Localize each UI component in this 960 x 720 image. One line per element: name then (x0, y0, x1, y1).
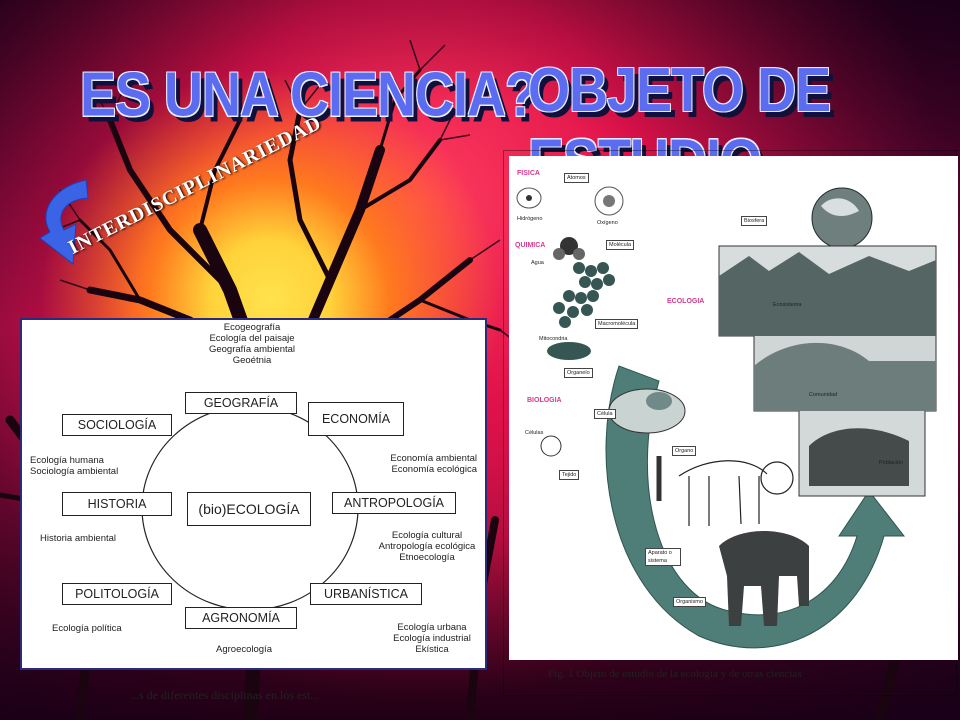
tag-tejido: Tejido (559, 470, 580, 480)
label-ecologia: ECOLOGIA (667, 298, 705, 305)
box-geografia: GEOGRAFÍA (185, 392, 297, 414)
note-historia-ambiental: Historia ambiental (40, 533, 117, 544)
note-ecologia-paisaje: Ecología del paisaje (209, 333, 295, 344)
notes-agronomia: Agroecología (204, 644, 284, 655)
note-sociologia-ambiental: Sociología ambiental (30, 466, 119, 477)
note-economia-ambiental: Economía ambiental (390, 453, 477, 464)
tag-poblacion: Población (879, 460, 904, 466)
tag-ecosistema: Ecosistema (773, 302, 802, 308)
box-antropologia: ANTROPOLOGÍA (332, 492, 456, 514)
box-economia: ECONOMÍA (308, 402, 404, 436)
note-ecologia-humana: Ecología humana (30, 455, 104, 466)
title-es-una-ciencia: ES UNA CIENCIA? (80, 60, 538, 130)
curved-arrow-icon (39, 179, 89, 265)
notes-economia: Economía ambiental Economía ecológica (352, 453, 477, 475)
notes-sociologia: Ecología humana Sociología ambiental (30, 455, 118, 477)
box-urbanistica: URBANÍSTICA (310, 583, 422, 605)
tag-oxigeno: Oxígeno (597, 220, 618, 226)
note-ecologia-cultural: Ecología cultural (391, 530, 463, 541)
notes-politologia: Ecología política (52, 623, 122, 634)
interdisciplinary-diagram: Ecogeografía Ecología del paisaje Geogra… (20, 318, 487, 670)
tag-molecula: Molécula (606, 240, 635, 250)
note-ecologia-urbana: Ecología urbana (397, 622, 467, 633)
note-geografia-ambiental: Geografía ambiental (208, 344, 296, 355)
tag-comunidad: Comunidad (809, 392, 838, 398)
box-agronomia: AGRONOMÍA (185, 607, 297, 629)
note-agroecologia: Agroecología (216, 644, 272, 655)
top-notes: Ecogeografía Ecología del paisaje Geogra… (192, 322, 312, 366)
tag-organelo: Organelo (564, 368, 593, 378)
note-ecogeografia: Ecogeografía (223, 322, 281, 333)
label-quimica: QUIMICA (515, 242, 546, 249)
figure-illustration (516, 186, 937, 649)
tag-agua: Agua (531, 260, 544, 266)
ecology-levels-figure: FISICA QUIMICA BIOLOGIA ECOLOGIA Atomos … (509, 156, 958, 660)
left-caption: ...s de diferentes disciplinas en los es… (130, 688, 320, 702)
note-economia-ecologica: Economía ecológica (391, 464, 477, 475)
note-ecologia-industrial: Ecología industrial (393, 633, 471, 644)
note-ekistica: Ekística (415, 644, 449, 655)
tag-organo: Organo (672, 446, 697, 456)
tag-celula: Célula (594, 409, 616, 419)
note-etnoecologia: Etnoecología (399, 552, 455, 563)
notes-urbanistica: Ecología urbana Ecología industrial Ekís… (382, 622, 482, 655)
label-biologia: BIOLOGIA (527, 397, 562, 404)
tag-organismo: Organismo (673, 597, 706, 607)
label-fisica: FISICA (517, 170, 540, 177)
note-antropologia-ecologica: Antropología ecológica (378, 541, 476, 552)
notes-antropologia: Ecología cultural Antropología ecológica… (367, 530, 487, 563)
tag-aparato: Aparato o sistema (645, 548, 681, 566)
tag-hidrogeno: Hidrógeno (517, 216, 543, 222)
box-historia: HISTORIA (62, 492, 172, 516)
note-geoetnia: Geoétnia (232, 355, 272, 366)
box-politologia: POLITOLOGÍA (62, 583, 172, 605)
note-ecologia-politica: Ecología política (52, 623, 122, 634)
notes-historia: Historia ambiental (40, 533, 116, 544)
box-bioecologia: (bio)ECOLOGÍA (187, 492, 311, 526)
box-sociologia: SOCIOLOGÍA (62, 414, 172, 436)
tag-atomos: Atomos (564, 173, 589, 183)
tag-mitocondria: Mitocondria (539, 336, 568, 342)
tag-biosfera: Biosfera (741, 216, 768, 226)
figure-caption: Fig. 1 Objeto de estudio de la ecología … (548, 668, 802, 680)
tag-macromolecula: Macromolécula (595, 319, 639, 329)
tag-celulas: Células (525, 430, 544, 436)
